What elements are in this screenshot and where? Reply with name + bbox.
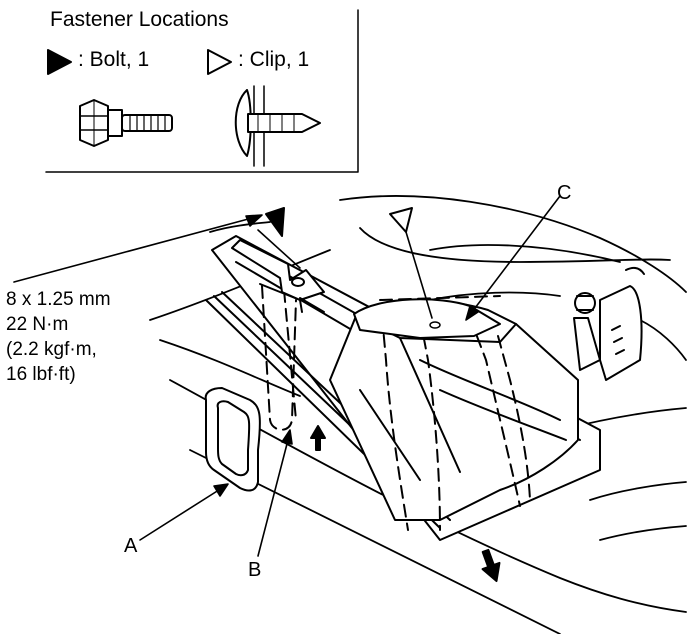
right-component [573,266,645,381]
torque-spec-kgfm: (2.2 kgf·m, [6,339,97,360]
leader-lines [13,195,561,557]
callout-c: C [557,182,572,204]
bolt-legend-label: : Bolt, 1 [78,48,150,71]
clip-illustration [234,85,321,167]
legend-title: Fastener Locations [50,8,229,31]
torque-spec-lbfft: 16 lbf·ft) [6,364,76,385]
clip-legend-label: : Clip, 1 [238,48,310,71]
clip-legend-icon [207,49,232,75]
strap-cap [353,298,501,339]
direction-arrows [310,425,501,583]
bolt-bracket [231,239,325,313]
callout-b: B [248,559,262,581]
bolt-location-marker [265,207,285,237]
torque-spec-nm: 22 N·m [6,314,69,335]
clip-hole [429,321,441,329]
bolt-illustration [79,99,173,147]
clip-location-marker [389,207,413,233]
legend-box [45,9,359,173]
torque-spec-size: 8 x 1.25 mm [6,289,111,310]
strap-end-a [204,387,261,492]
callout-a: A [124,535,138,557]
battery-box [329,299,579,521]
bolt-legend-icon [47,49,72,75]
